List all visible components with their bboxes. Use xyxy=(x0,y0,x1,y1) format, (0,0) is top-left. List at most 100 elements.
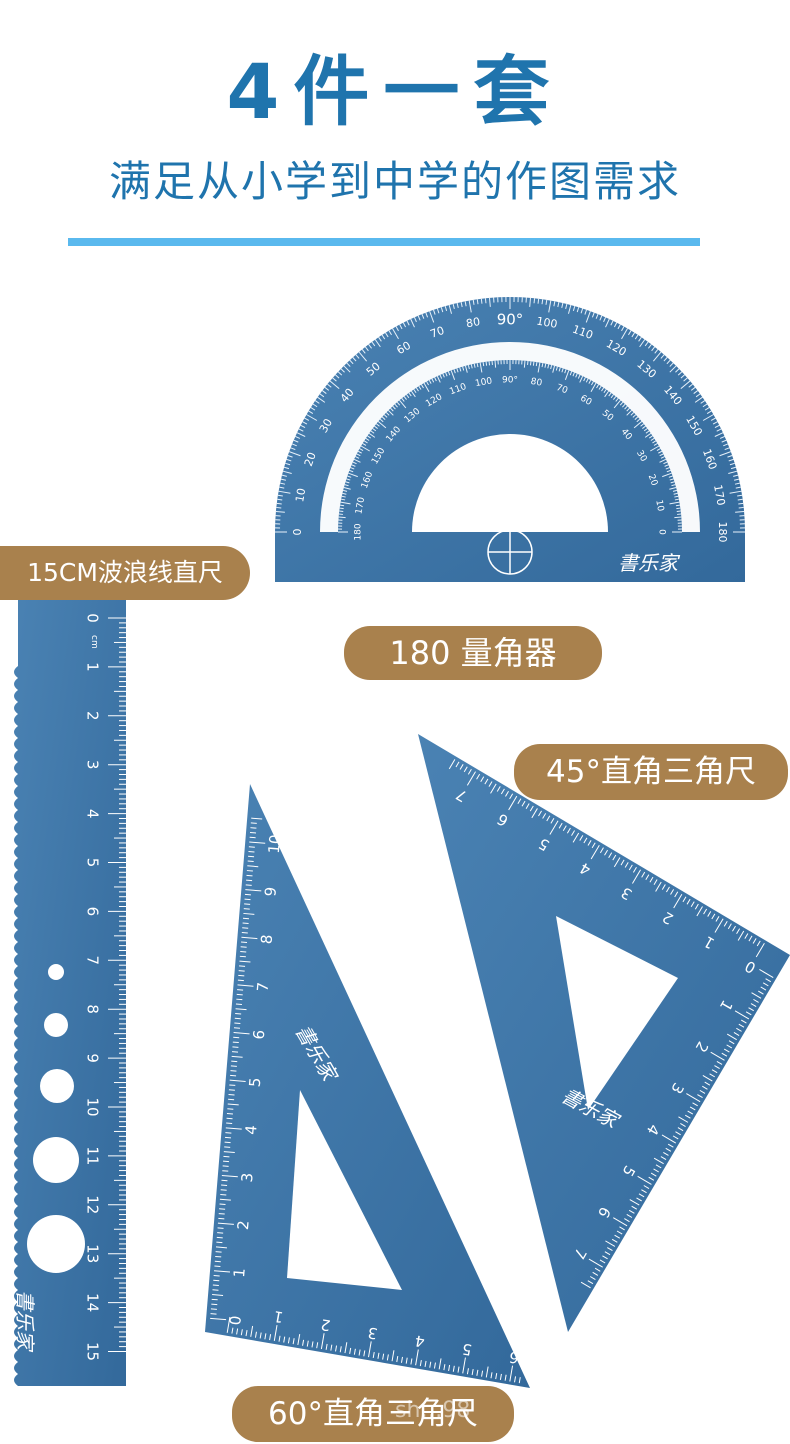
protractor-tick xyxy=(279,486,285,489)
protractor-outer-label: 0 xyxy=(291,529,304,536)
set-square-60-tick xyxy=(386,1354,389,1361)
set-square-60-tick xyxy=(287,1337,290,1344)
protractor-tick xyxy=(656,448,661,451)
protractor-tick xyxy=(690,386,696,391)
set-square-60-tick xyxy=(229,1079,246,1082)
set-square-45-tick xyxy=(620,859,625,866)
set-square-45-tick xyxy=(689,1106,696,1111)
protractor-tick xyxy=(341,495,346,498)
protractor-tick xyxy=(324,386,330,391)
protractor-tick xyxy=(621,328,628,340)
protractor-tick xyxy=(666,469,671,473)
set-square-45-tick xyxy=(572,832,580,843)
protractor-tick xyxy=(374,425,378,429)
set-square-45-tick xyxy=(710,1051,725,1061)
set-square-60-number: 8 xyxy=(257,934,276,945)
set-square-60-tick xyxy=(236,1328,239,1335)
set-square-45-tick xyxy=(723,1048,730,1053)
protractor-tick xyxy=(702,414,714,421)
set-square-45-tick xyxy=(665,1147,672,1152)
protractor-tick xyxy=(688,383,693,388)
set-square-45-tick xyxy=(734,1010,750,1020)
protractor-tick xyxy=(610,320,614,326)
protractor-tick xyxy=(390,407,394,412)
ruler-unit: cm xyxy=(89,635,99,649)
protractor-tick xyxy=(350,467,355,470)
protractor-tick xyxy=(663,461,668,465)
protractor-outer-label: 70 xyxy=(429,324,447,341)
protractor-outer-label: 90° xyxy=(497,311,524,329)
protractor-tick xyxy=(342,489,348,492)
set-square-60-tick xyxy=(377,1352,380,1359)
set-square-45-tick xyxy=(649,876,654,883)
set-square-60-tick xyxy=(462,1357,466,1374)
protractor-tick xyxy=(680,374,685,379)
set-square-60-tick xyxy=(278,1335,281,1342)
protractor-tick xyxy=(296,432,306,437)
protractor-inner-label: 10 xyxy=(653,499,665,512)
set-square-45-tick xyxy=(697,1094,703,1098)
protractor-tick xyxy=(349,469,354,473)
protractor-tick xyxy=(605,318,610,328)
protractor-tick xyxy=(659,453,664,457)
set-square-60-number: 6 xyxy=(508,1348,521,1367)
ruler-number: 3 xyxy=(84,760,102,770)
protractor-tick xyxy=(529,297,531,307)
protractor-tick xyxy=(721,439,727,443)
set-square-60-tick xyxy=(485,1366,489,1378)
set-square-60-tick xyxy=(358,1349,361,1356)
protractor-tick xyxy=(338,516,346,519)
set-square-45-tick xyxy=(692,1102,698,1107)
protractor-tick xyxy=(671,484,676,487)
set-square-60-tick xyxy=(237,984,254,987)
protractor-tick xyxy=(388,330,392,336)
set-square-45-tick xyxy=(732,925,736,932)
protractor-tick xyxy=(340,501,351,505)
set-square-45-tick xyxy=(704,1081,711,1086)
set-square-60-tick xyxy=(235,1008,247,1011)
protractor-tick xyxy=(317,396,326,403)
set-square-60-tick xyxy=(249,841,266,844)
protractor-tick xyxy=(281,474,287,477)
set-square-45-tick xyxy=(686,1093,701,1103)
protractor-tick xyxy=(535,362,538,367)
protractor-tick xyxy=(464,301,467,307)
set-square-45-tick xyxy=(488,781,493,787)
protractor-tick xyxy=(371,341,376,347)
set-square-60-label: 60°直角三角尺 xyxy=(232,1386,514,1442)
set-square-45-tick xyxy=(696,906,703,917)
ruler-number: 0 xyxy=(84,613,102,623)
protractor-tick xyxy=(341,498,346,501)
set-square-45-tick xyxy=(466,771,476,786)
protractor-tick xyxy=(343,365,351,373)
protractor-tick xyxy=(277,494,283,497)
protractor-inner-label: 70 xyxy=(555,383,569,396)
set-square-45-tick xyxy=(546,815,551,822)
set-square-60-tick xyxy=(233,1032,250,1035)
protractor-tick xyxy=(332,377,337,382)
set-square-45-tick xyxy=(690,901,695,908)
set-square-60-number: 4 xyxy=(242,1124,261,1135)
set-square-45-tick xyxy=(604,1251,611,1256)
set-square-60-tick xyxy=(227,1103,239,1106)
set-square-45-tick xyxy=(716,1060,723,1065)
protractor-tick xyxy=(608,392,612,397)
protractor-tick xyxy=(295,435,301,439)
set-square-60-number: 1 xyxy=(230,1267,249,1278)
set-square-45-tick xyxy=(614,1234,621,1239)
protractor-tick xyxy=(346,362,351,367)
protractor-tick xyxy=(652,351,662,362)
protractor-tick xyxy=(724,447,730,451)
protractor-tick xyxy=(374,339,381,348)
set-square-45-tick xyxy=(711,1069,718,1074)
protractor-tick xyxy=(613,399,621,409)
protractor-tick xyxy=(673,492,678,495)
ruler-label: 15CM波浪线直尺 xyxy=(0,546,250,600)
protractor-tick xyxy=(639,339,646,348)
protractor-tick xyxy=(728,458,734,462)
protractor-tick xyxy=(674,498,679,501)
protractor-tick xyxy=(700,400,706,404)
protractor-tick xyxy=(396,401,401,406)
set-square-60-tick xyxy=(335,1345,338,1352)
